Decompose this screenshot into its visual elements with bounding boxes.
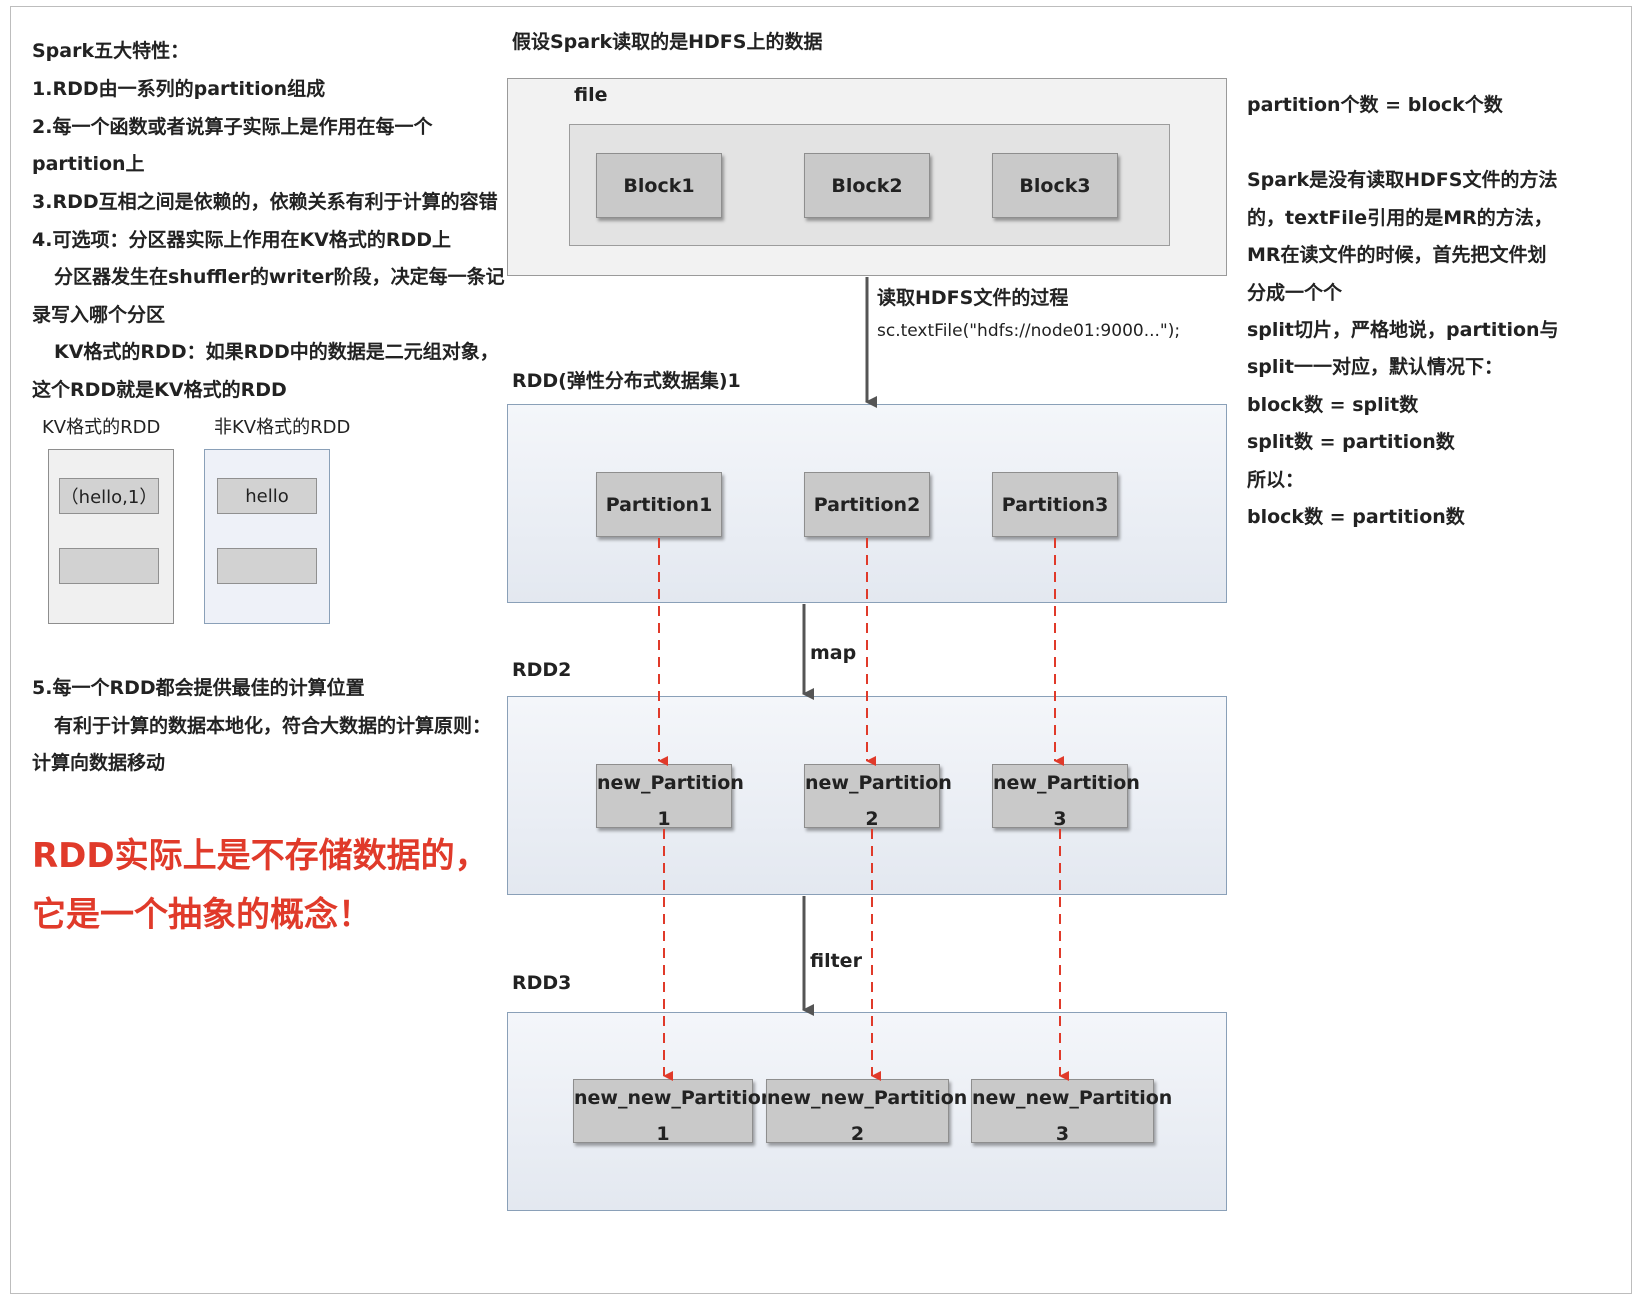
new-partition-1: new_Partition 1 <box>596 764 744 830</box>
map-label: map <box>810 642 857 664</box>
note-line: block数 = partition数 <box>1247 506 1465 528</box>
rdd-abstract-note: 它是一个抽象的概念！ <box>32 895 372 935</box>
feature-line: 计算向数据移动 <box>32 752 166 774</box>
note-line: 所以： <box>1247 469 1305 491</box>
file-label: file <box>574 84 608 106</box>
new-partition-number: 2 <box>865 808 879 830</box>
note-line: 的，textFile引用的是MR的方法， <box>1247 207 1553 229</box>
note-line: block数 = split数 <box>1247 394 1419 416</box>
note-line: split一一对应，默认情况下： <box>1247 356 1504 378</box>
kv-record: （hello,1） <box>59 478 159 514</box>
new-partition-number: 3 <box>1053 808 1067 830</box>
new-new-partition-name: new_new_Partition <box>574 1087 775 1109</box>
new-new-partition-name: new_new_Partition <box>972 1087 1173 1109</box>
new-new-partition-number: 1 <box>656 1123 670 1145</box>
rdd1-label: RDD(弹性分布式数据集)1 <box>512 370 741 392</box>
kv-rdd-container: （hello,1） <box>48 449 174 624</box>
non-kv-record-empty <box>217 548 317 584</box>
rdd2-label: RDD2 <box>512 659 572 681</box>
note-line: 分成一个个 <box>1247 282 1343 304</box>
non-kv-rdd-title: 非KV格式的RDD <box>214 417 351 438</box>
filter-label: filter <box>810 950 862 972</box>
note-line: MR在读文件的时候，首先把文件划 <box>1247 244 1547 266</box>
new-partition-name: new_Partition <box>597 772 744 794</box>
feature-line: partition上 <box>32 153 145 175</box>
feature-line: 3.RDD互相之间是依赖的，依赖关系有利于计算的容错 <box>32 191 498 213</box>
new-new-partition-2: new_new_Partition 2 <box>766 1079 968 1145</box>
feature-line: 1.RDD由一系列的partition组成 <box>32 78 326 100</box>
new-partition-number: 1 <box>657 808 671 830</box>
diagram-frame <box>10 6 1632 1294</box>
rdd3-label: RDD3 <box>512 972 572 994</box>
feature-line: 分区器发生在shuffler的writer阶段，决定每一条记 <box>54 266 505 288</box>
textfile-code: sc.textFile("hdfs://node01:9000..."); <box>877 321 1181 341</box>
new-partition-3: new_Partition 3 <box>992 764 1140 830</box>
kv-rdd-title: KV格式的RDD <box>42 417 161 438</box>
feature-line: 录写入哪个分区 <box>32 304 166 326</box>
new-partition-name: new_Partition <box>805 772 952 794</box>
non-kv-record: hello <box>217 478 317 514</box>
new-new-partition-name: new_new_Partition <box>767 1087 968 1109</box>
read-process-label: 读取HDFS文件的过程 <box>877 287 1069 309</box>
note-line: split切片，严格地说，partition与 <box>1247 319 1559 341</box>
feature-line: 5.每一个RDD都会提供最佳的计算位置 <box>32 677 365 699</box>
non-kv-rdd-container: hello <box>204 449 330 624</box>
feature-line: 这个RDD就是KV格式的RDD <box>32 379 287 401</box>
note-line: split数 = partition数 <box>1247 431 1455 453</box>
new-new-partition-1: new_new_Partition 1 <box>573 1079 775 1145</box>
feature-line: 2.每一个函数或者说算子实际上是作用在每一个 <box>32 116 433 138</box>
feature-line: 有利于计算的数据本地化，符合大数据的计算原则： <box>54 715 492 737</box>
kv-record-empty <box>59 548 159 584</box>
diagram-title: 假设Spark读取的是HDFS上的数据 <box>512 31 823 53</box>
new-new-partition-3: new_new_Partition 3 <box>971 1079 1173 1145</box>
partition-3: Partition3 <box>992 472 1118 537</box>
new-partition-name: new_Partition <box>993 772 1140 794</box>
rdd-no-storage-note: RDD实际上是不存储数据的， <box>32 836 489 876</box>
partition-2: Partition2 <box>804 472 930 537</box>
features-heading: Spark五大特性： <box>32 40 190 62</box>
block-2: Block2 <box>804 153 930 218</box>
feature-line: 4.可选项：分区器实际上作用在KV格式的RDD上 <box>32 229 452 251</box>
partition-1: Partition1 <box>596 472 722 537</box>
block-1: Block1 <box>596 153 722 218</box>
block-3: Block3 <box>992 153 1118 218</box>
new-partition-2: new_Partition 2 <box>804 764 952 830</box>
note-line: Spark是没有读取HDFS文件的方法 <box>1247 169 1558 191</box>
new-new-partition-number: 2 <box>850 1123 865 1145</box>
new-new-partition-number: 3 <box>1055 1123 1070 1145</box>
note-line: partition个数 = block个数 <box>1247 94 1503 116</box>
feature-line: KV格式的RDD：如果RDD中的数据是二元组对象， <box>54 341 499 363</box>
